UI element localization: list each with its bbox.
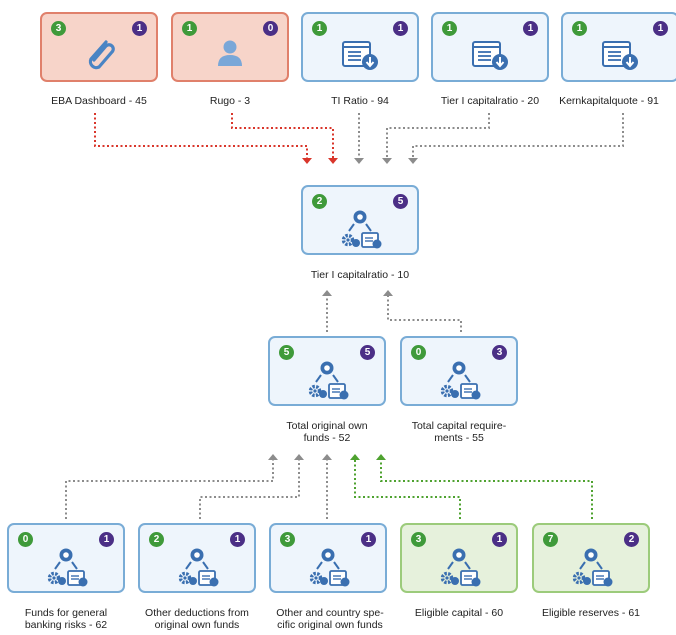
dependency-edge: [199, 460, 300, 519]
node-label: Total original own funds - 52: [286, 420, 368, 444]
dependency-edge: [354, 460, 461, 519]
edge-arrowhead: [408, 158, 418, 164]
outbound-count-badge: 1: [653, 21, 668, 36]
outbound-count-badge: 0: [263, 21, 278, 36]
edge-arrowhead: [322, 454, 332, 460]
outbound-count-badge: 3: [492, 345, 507, 360]
inbound-count-badge: 1: [312, 21, 327, 36]
edge-arrowhead: [383, 290, 393, 296]
inbound-count-badge: 2: [312, 194, 327, 209]
dataflow-icon: [270, 356, 384, 402]
outbound-count-badge: 2: [624, 532, 639, 547]
inbound-count-badge: 3: [411, 532, 426, 547]
inbound-count-badge: 1: [182, 21, 197, 36]
inbound-count-badge: 5: [279, 345, 294, 360]
edge-arrowhead: [268, 454, 278, 460]
inbound-count-badge: 2: [149, 532, 164, 547]
dependency-edge: [94, 113, 308, 158]
inbound-count-badge: 3: [280, 532, 295, 547]
report-download-icon: [433, 32, 547, 78]
node-label: TI Ratio - 94: [331, 95, 389, 107]
inbound-count-badge: 3: [51, 21, 66, 36]
dataflow-icon: [9, 543, 123, 589]
node-label: Rugo - 3: [209, 95, 251, 107]
edge-arrowhead: [382, 158, 392, 164]
dependency-edge: [231, 113, 334, 158]
node-label: Tier I capitalratio - 10: [310, 269, 410, 281]
node-other-deductions-from-original-own-funds[interactable]: 2 1: [138, 523, 256, 593]
dependency-edge: [412, 113, 624, 158]
node-funds-for-general-banking-risks[interactable]: 0 1: [7, 523, 125, 593]
outbound-count-badge: 5: [393, 194, 408, 209]
edge-arrowhead: [350, 454, 360, 460]
inbound-count-badge: 7: [543, 532, 558, 547]
outbound-count-badge: 1: [132, 21, 147, 36]
user-icon: [173, 32, 287, 78]
node-label: Other deductions from original own funds: [145, 607, 249, 631]
outbound-count-badge: 1: [99, 532, 114, 547]
edge-arrowhead: [328, 158, 338, 164]
edge-arrowhead: [354, 158, 364, 164]
node-ti-ratio[interactable]: 1 1: [301, 12, 419, 82]
inbound-count-badge: 0: [18, 532, 33, 547]
outbound-count-badge: 1: [230, 532, 245, 547]
outbound-count-badge: 1: [361, 532, 376, 547]
node-tier-i-capitalratio-20[interactable]: 1 1: [431, 12, 549, 82]
edge-arrowhead: [322, 290, 332, 296]
edge-arrowhead: [302, 158, 312, 164]
inbound-count-badge: 1: [572, 21, 587, 36]
node-total-original-own-funds[interactable]: 5 5: [268, 336, 386, 406]
dependency-edge: [387, 296, 462, 332]
node-label: Total capital require- ments - 55: [411, 420, 507, 444]
node-label: Funds for general banking risks - 62: [24, 607, 108, 631]
outbound-count-badge: 5: [360, 345, 375, 360]
node-label: Kernkapitalquote - 91: [559, 95, 659, 107]
node-total-capital-requirements[interactable]: 0 3: [400, 336, 518, 406]
dataflow-icon: [402, 543, 516, 589]
edge-arrowhead: [294, 454, 304, 460]
node-other-and-country-specific-original-own-funds[interactable]: 3 1: [269, 523, 387, 593]
paperclip-icon: [42, 32, 156, 78]
node-eligible-reserves[interactable]: 7 2: [532, 523, 650, 593]
outbound-count-badge: 1: [393, 21, 408, 36]
dataflow-icon: [140, 543, 254, 589]
dependency-edge: [65, 460, 274, 519]
dependency-edge: [386, 113, 490, 158]
node-label: Other and country spe- cific original ow…: [276, 607, 384, 631]
node-eligible-capital[interactable]: 3 1: [400, 523, 518, 593]
edge-arrowhead: [376, 454, 386, 460]
node-label: EBA Dashboard - 45: [51, 95, 147, 107]
node-label: Tier I capitalratio - 20: [440, 95, 540, 107]
node-label: Eligible capital - 60: [414, 607, 504, 619]
dataflow-icon: [402, 356, 516, 402]
outbound-count-badge: 1: [492, 532, 507, 547]
node-label: Eligible reserves - 61: [541, 607, 641, 619]
inbound-count-badge: 0: [411, 345, 426, 360]
inbound-count-badge: 1: [442, 21, 457, 36]
node-eba-dashboard[interactable]: 3 1: [40, 12, 158, 82]
dataflow-icon: [534, 543, 648, 589]
dependency-edge: [380, 460, 593, 519]
node-kernkapitalquote[interactable]: 1 1: [561, 12, 676, 82]
node-tier-i-capitalratio-10[interactable]: 2 5: [301, 185, 419, 255]
dataflow-icon: [271, 543, 385, 589]
report-download-icon: [563, 32, 676, 78]
dataflow-icon: [303, 205, 417, 251]
node-rugo[interactable]: 1 0: [171, 12, 289, 82]
report-download-icon: [303, 32, 417, 78]
outbound-count-badge: 1: [523, 21, 538, 36]
